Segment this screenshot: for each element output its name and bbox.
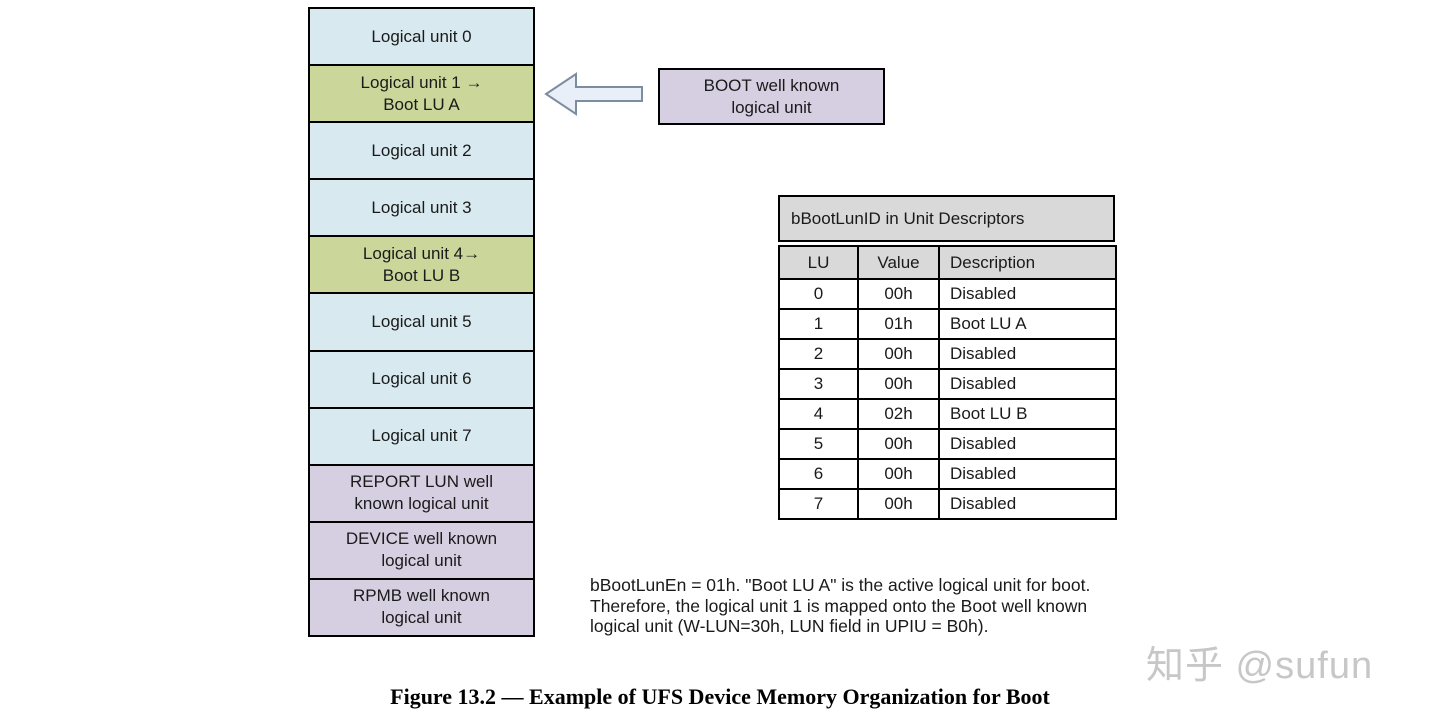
logical-unit-7-label: Logical unit 7	[371, 426, 472, 446]
boot-lu-b-label: Boot LU B	[382, 265, 461, 285]
logical-unit-1-label: Logical unit 1 →	[360, 72, 483, 92]
table-row: 5 00h Disabled	[778, 428, 1117, 460]
cell-description: Boot LU B	[938, 398, 1117, 430]
cell-description: Disabled	[938, 428, 1117, 460]
note-line-1: bBootLunEn = 01h. "Boot LU A" is the act…	[590, 575, 1091, 595]
boot-note-text: bBootLunEn = 01h. "Boot LU A" is the act…	[590, 575, 1135, 637]
cell-description: Disabled	[938, 338, 1117, 370]
cell-lu: 6	[778, 458, 859, 490]
cell-lu: 0	[778, 278, 859, 310]
cell-lu: 5	[778, 428, 859, 460]
note-line-2: Therefore, the logical unit 1 is mapped …	[590, 595, 1088, 616]
logical-unit-0-label: Logical unit 0	[371, 26, 472, 46]
logical-unit-3-box: Logical unit 3	[310, 178, 533, 236]
cell-value: 00h	[857, 338, 940, 370]
cell-value: 02h	[857, 398, 940, 430]
cell-lu: 7	[778, 488, 859, 520]
logical-unit-5-box: Logical unit 5	[310, 292, 533, 350]
logical-unit-0-box: Logical unit 0	[310, 9, 533, 65]
table-row: 7 00h Disabled	[778, 488, 1117, 520]
cell-value: 00h	[857, 428, 940, 460]
logical-unit-2-label: Logical unit 2	[371, 140, 472, 160]
table-row: 1 01h Boot LU A	[778, 308, 1117, 340]
figure-caption: Figure 13.2 — Example of UFS Device Memo…	[390, 684, 1050, 709]
column-header-description: Description	[938, 245, 1117, 280]
rpmb-label-line2: logical unit	[381, 608, 462, 628]
bbootlunid-table: bBootLunID in Unit Descriptors LU Value …	[778, 195, 1117, 520]
logical-unit-4-boot-lu-b-box: Logical unit 4→ Boot LU B	[310, 235, 533, 293]
device-label-line2: logical unit	[381, 551, 462, 571]
cell-description: Disabled	[938, 488, 1117, 520]
logical-unit-5-label: Logical unit 5	[371, 312, 472, 332]
report-lun-label-line2: known logical unit	[354, 494, 489, 514]
rpmb-wellknown-box: RPMB well known logical unit	[310, 577, 533, 636]
cell-lu: 4	[778, 398, 859, 430]
logical-unit-4-label: Logical unit 4→	[362, 243, 481, 263]
cell-description: Disabled	[938, 458, 1117, 490]
cell-value: 00h	[857, 458, 940, 490]
table-row: 4 02h Boot LU B	[778, 398, 1117, 430]
report-lun-wellknown-box: REPORT LUN well known logical unit	[310, 463, 533, 521]
boot-callout-line2: logical unit	[731, 97, 812, 117]
boot-callout-line1: BOOT well known	[703, 75, 840, 95]
logical-unit-6-box: Logical unit 6	[310, 349, 533, 407]
unit-descriptor-table: LU Value Description 0 00h Disabled 1 01…	[778, 245, 1117, 520]
cell-value: 00h	[857, 488, 940, 520]
note-line-3: logical unit (W-LUN=30h, LUN field in UP…	[590, 616, 989, 636]
cell-description: Boot LU A	[938, 308, 1117, 340]
cell-lu: 2	[778, 338, 859, 370]
logical-unit-2-box: Logical unit 2	[310, 121, 533, 179]
cell-description: Disabled	[938, 368, 1117, 400]
logical-unit-6-label: Logical unit 6	[371, 369, 472, 389]
table-row: 3 00h Disabled	[778, 368, 1117, 400]
table-row: 0 00h Disabled	[778, 278, 1117, 310]
table-title: bBootLunID in Unit Descriptors	[778, 195, 1115, 242]
cell-lu: 1	[778, 308, 859, 340]
boot-lu-a-label: Boot LU A	[383, 94, 460, 114]
cell-value: 00h	[857, 368, 940, 400]
logical-unit-7-box: Logical unit 7	[310, 406, 533, 464]
cell-value: 00h	[857, 278, 940, 310]
left-block-arrow-icon	[543, 71, 645, 117]
logical-unit-stack: Logical unit 0 Logical unit 1 → Boot LU …	[308, 7, 535, 637]
rpmb-label-line1: RPMB well known	[353, 586, 490, 606]
column-header-lu: LU	[778, 245, 859, 280]
report-lun-label-line1: REPORT LUN well	[350, 472, 493, 492]
boot-wellknown-callout-box: BOOT well known logical unit	[658, 68, 885, 125]
table-row: 2 00h Disabled	[778, 338, 1117, 370]
cell-value: 01h	[857, 308, 940, 340]
logical-unit-1-boot-lu-a-box: Logical unit 1 → Boot LU A	[310, 64, 533, 122]
table-row: 6 00h Disabled	[778, 458, 1117, 490]
cell-lu: 3	[778, 368, 859, 400]
device-label-line1: DEVICE well known	[345, 529, 498, 549]
table-header-row: LU Value Description	[778, 245, 1117, 280]
device-wellknown-box: DEVICE well known logical unit	[310, 520, 533, 578]
column-header-value: Value	[857, 245, 940, 280]
zhihu-watermark: 知乎 @sufun	[1146, 645, 1374, 687]
cell-description: Disabled	[938, 278, 1117, 310]
logical-unit-3-label: Logical unit 3	[371, 197, 472, 217]
